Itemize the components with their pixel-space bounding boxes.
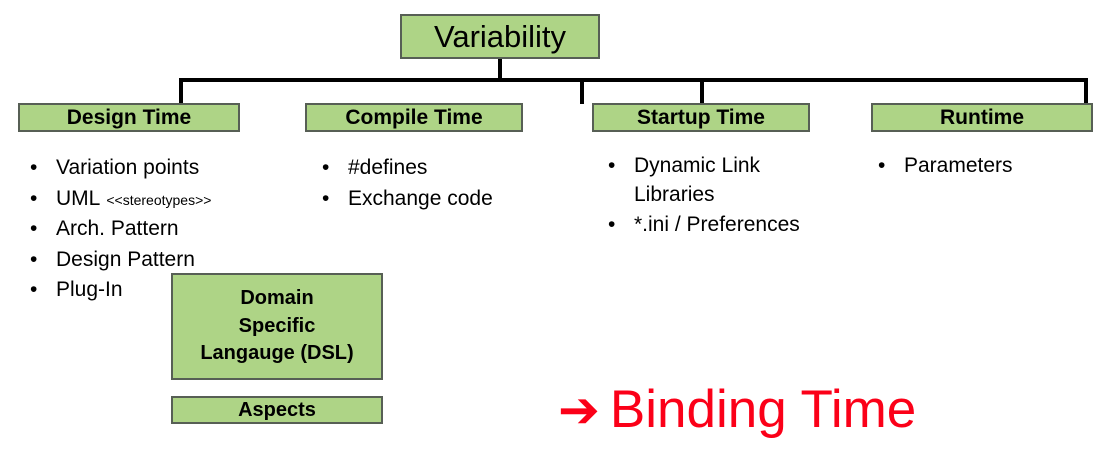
list-item: • Parameters [878,152,1088,181]
node-variability-label: Variability [433,18,567,54]
node-startup-time-label: Startup Time [637,105,765,129]
list-item: • Exchange code [322,185,562,214]
list-item-label: Arch. Pattern [56,217,179,241]
node-aspects[interactable]: Aspects [171,396,383,424]
node-compile-time-label: Compile Time [345,105,483,129]
list-item-label: Plug-In [56,278,123,302]
node-variability[interactable]: Variability [400,14,600,59]
connector-drop-compile-time [580,78,584,104]
node-design-time[interactable]: Design Time [18,103,240,132]
bullet-list-startup-time: • Dynamic Link Libraries • *.ini / Prefe… [608,152,858,242]
bullet-icon: • [30,156,38,179]
node-runtime[interactable]: Runtime [871,103,1093,132]
bullet-list-design-time: • Variation points • UML<<stereotypes>> … [30,154,280,307]
node-runtime-label: Runtime [940,105,1024,129]
list-item-label: Variation points [56,156,200,179]
list-item-label: *.ini / Preferences [634,213,800,237]
connector-root-stem [498,59,502,82]
list-item: • Arch. Pattern [30,215,280,244]
bullet-icon: • [30,217,38,241]
callout-binding-time: ➔ Binding Time [558,383,916,436]
bullet-icon: • [878,154,886,177]
bullet-icon: • [30,186,38,210]
bullet-list-runtime: • Parameters [878,152,1088,183]
list-item-label: Exchange code [348,186,493,210]
list-item-label: Parameters [904,154,1013,177]
list-item-label: Design Pattern [56,247,195,271]
list-item-main: UML [56,186,101,210]
node-dsl-line-1: Domain [240,287,314,310]
bullet-icon: • [322,186,330,210]
node-dsl-line-3: Langauge (DSL) [200,342,354,365]
bullet-icon: • [608,213,616,237]
list-item: • *.ini / Preferences [608,211,858,240]
node-compile-time[interactable]: Compile Time [305,103,523,132]
node-design-time-label: Design Time [66,105,192,129]
connector-drop-startup-time [700,78,704,104]
connector-drop-design-time [179,78,183,104]
bullet-icon: • [30,247,38,271]
bullet-icon: • [608,154,616,177]
list-item-label: UML <<stereotypes>> [56,185,280,214]
list-item: • Design Pattern [30,246,280,275]
list-item-note: <<stereotypes>> [106,191,212,208]
node-aspects-label: Aspects [238,398,316,421]
list-item: • UML <<stereotypes>> [30,185,280,214]
list-item-label: #defines [348,156,428,179]
list-item: • Plug-In [30,276,280,305]
bullet-icon: • [322,156,330,179]
callout-binding-time-label: Binding Time [609,380,917,439]
bullet-icon: • [30,278,38,302]
connector-horizontal-bus [179,78,1088,82]
list-item: • Dynamic Link Libraries [608,152,858,209]
list-item: • Variation points [30,154,280,183]
bullet-list-compile-time: • #defines • Exchange code [322,154,562,215]
right-arrow-icon: ➔ [558,381,600,438]
node-startup-time[interactable]: Startup Time [592,103,810,132]
connector-drop-runtime [1084,78,1088,104]
list-item-label: Dynamic Link Libraries [634,154,761,206]
node-domain-specific-language[interactable]: Domain Specific Langauge (DSL) [171,273,383,380]
node-dsl-line-2: Specific [238,314,316,337]
list-item: • #defines [322,154,562,183]
